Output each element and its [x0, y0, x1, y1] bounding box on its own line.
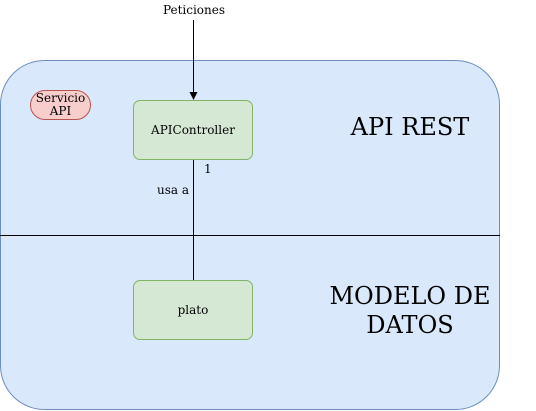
- data-model-title-line1: MODELO DE: [329, 282, 491, 310]
- service-api-badge: Servicio API: [30, 90, 91, 120]
- uses-edge-label: usa a: [156, 183, 189, 197]
- incoming-requests-label: Peticiones: [162, 3, 226, 17]
- api-rest-layer-title: API REST: [350, 113, 470, 141]
- service-badge-line1: Servicio: [35, 91, 86, 106]
- plato-entity-node: plato: [133, 280, 253, 340]
- request-arrowhead: [189, 92, 198, 100]
- data-model-title-line2: DATOS: [366, 310, 454, 339]
- api-controller-node: APIController: [133, 100, 253, 160]
- plato-entity-label: plato: [177, 303, 209, 317]
- api-controller-label: APIController: [151, 123, 235, 137]
- multiplicity-label: 1: [204, 162, 212, 176]
- service-badge-line2: API: [49, 104, 72, 118]
- data-model-layer-title: MODELO DE DATOS: [318, 282, 502, 340]
- service-badge-text: Servicio API: [36, 92, 85, 117]
